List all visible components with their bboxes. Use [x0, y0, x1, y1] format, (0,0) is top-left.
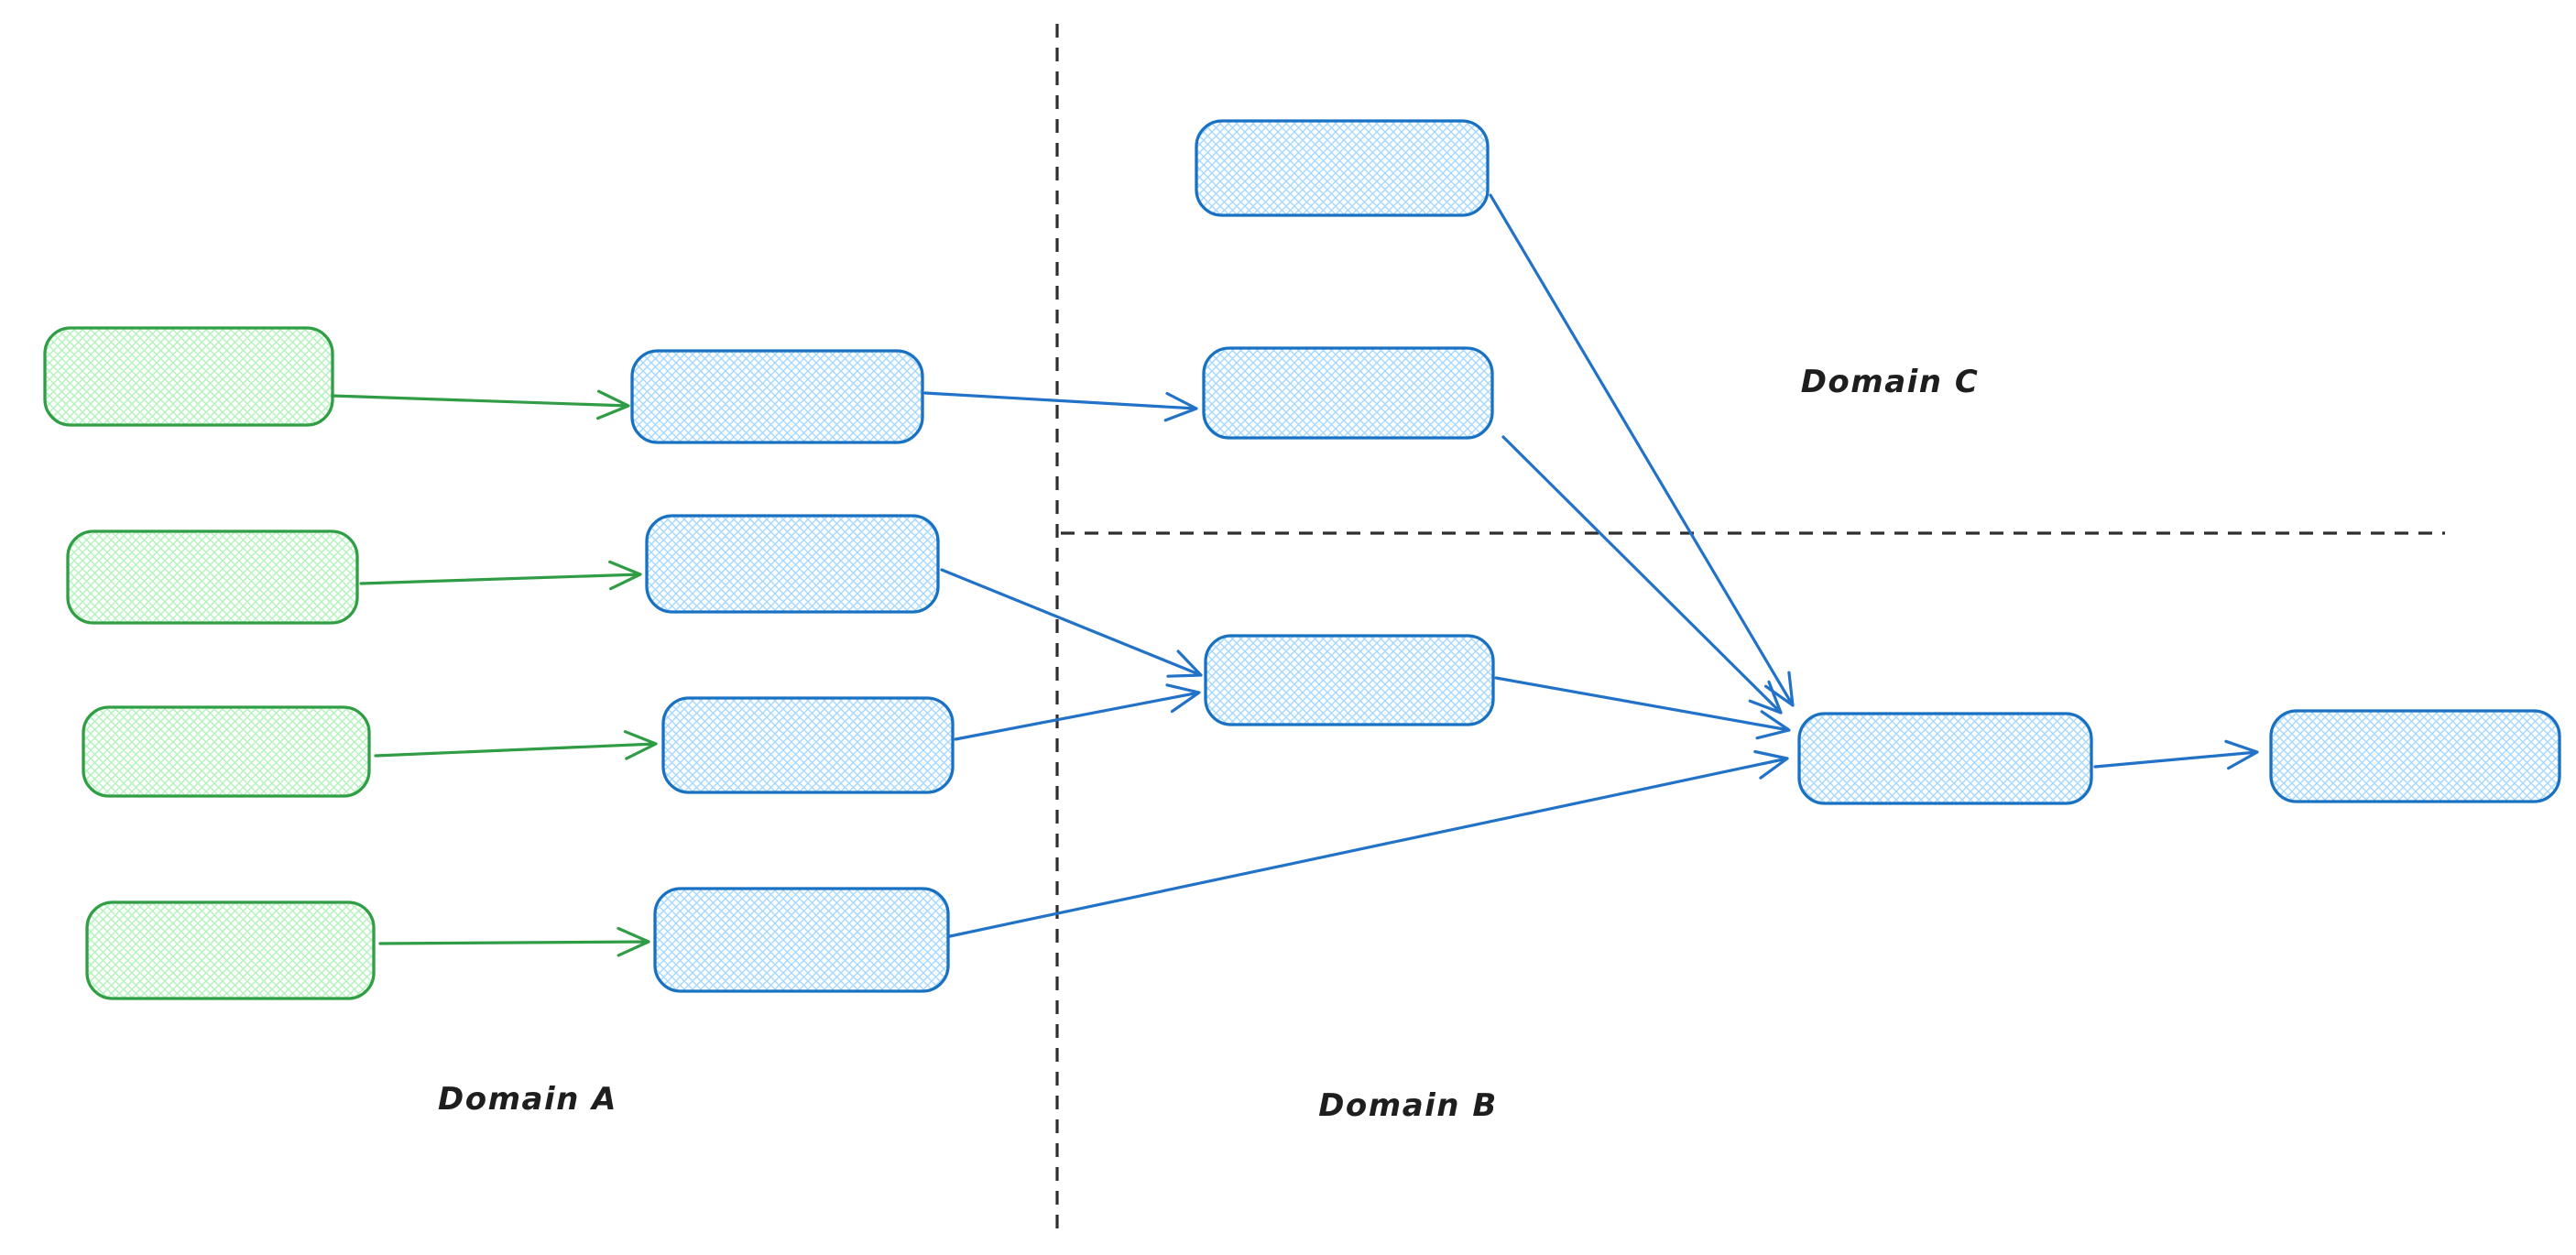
arrow-green3-to-a3 — [374, 730, 658, 760]
blue-box-a4 — [653, 887, 950, 993]
arrow-green1-to-a1 — [330, 389, 630, 420]
arrow-merge-to-final — [2093, 739, 2259, 770]
blue-box-c2 — [1202, 346, 1494, 440]
blue-box-c1 — [1195, 119, 1490, 217]
arrow-green2-to-a2 — [359, 560, 642, 591]
green-box-1 — [43, 326, 334, 427]
arrow-bmid-to-merge — [1494, 676, 1791, 740]
blue-box-b-mid — [1204, 634, 1495, 726]
blue-box-final — [2269, 709, 2561, 803]
domain-b-label: Domain B — [1318, 1087, 1498, 1124]
domain-c-label: Domain C — [1801, 364, 1980, 400]
green-box-4 — [85, 900, 376, 1000]
blue-box-merge — [1797, 712, 2093, 805]
blue-box-a1 — [630, 349, 924, 444]
arrow-c2-to-merge — [1501, 435, 1783, 715]
arrow-a1-to-c2 — [923, 391, 1198, 422]
domain-a-label: Domain A — [438, 1081, 617, 1118]
arrow-c1-to-merge — [1489, 193, 1795, 707]
arrow-a3-to-bmid — [954, 683, 1201, 741]
arrow-green4-to-a4 — [378, 926, 650, 957]
arrow-a2-to-bmid — [940, 568, 1203, 678]
blue-box-a3 — [661, 696, 955, 794]
green-box-2 — [66, 529, 359, 625]
arrow-a4-to-merge — [948, 749, 1789, 938]
green-box-3 — [82, 705, 371, 798]
blue-box-a2 — [645, 514, 940, 614]
